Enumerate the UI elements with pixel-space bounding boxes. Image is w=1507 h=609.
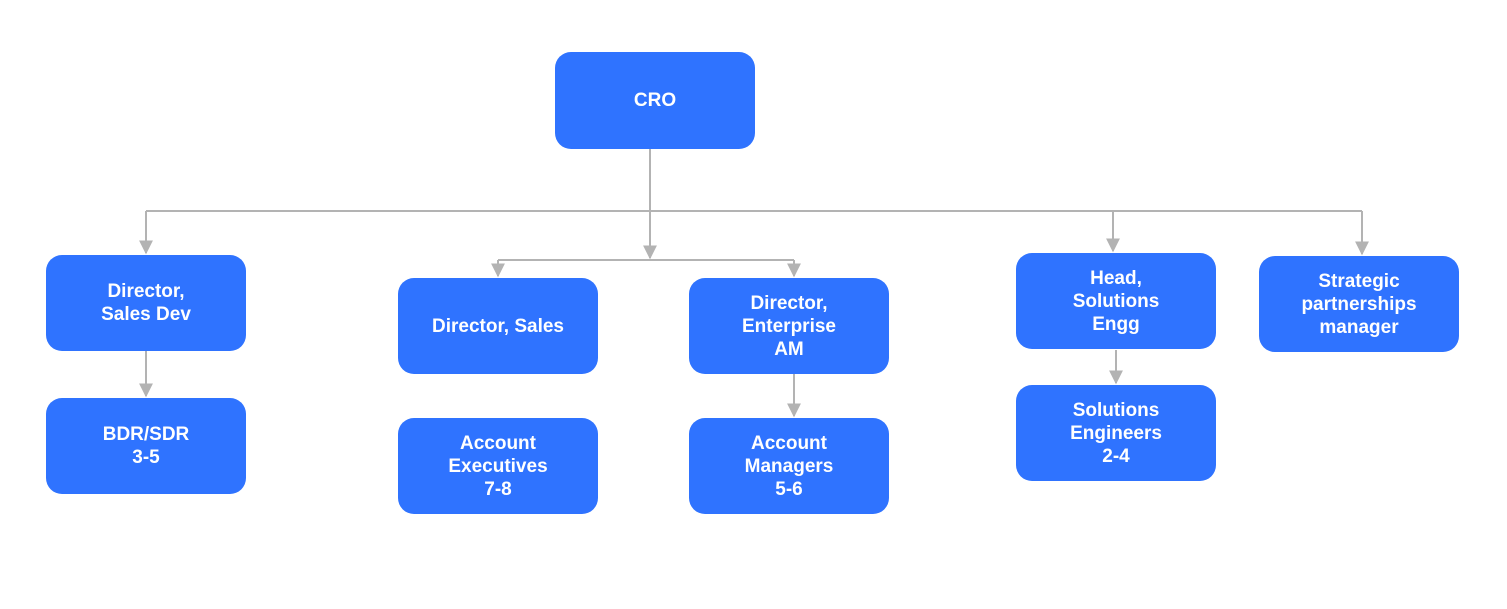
node-account-executives-line-2: Executives bbox=[448, 455, 548, 477]
node-head-solutions-engg-line-1: Head, bbox=[1090, 267, 1142, 289]
node-solutions-engineers-line-1: Solutions bbox=[1072, 399, 1160, 421]
node-director-enterprise-am-line-3: AM bbox=[774, 338, 804, 360]
node-director-sales-label: Director, Sales bbox=[432, 315, 564, 338]
node-bdr-sdr-label: BDR/SDR 3-5 bbox=[103, 423, 190, 469]
node-bdr-sdr: BDR/SDR 3-5 bbox=[46, 398, 246, 494]
node-cro-label: CRO bbox=[634, 89, 676, 112]
node-director-sales: Director, Sales bbox=[398, 278, 598, 374]
node-solutions-engineers: Solutions Engineers 2-4 bbox=[1016, 385, 1216, 481]
node-strategic-partnerships-manager-line-1: Strategic bbox=[1318, 270, 1400, 292]
node-strategic-partnerships-manager-line-3: manager bbox=[1319, 316, 1399, 338]
node-bdr-sdr-line-1: BDR/SDR bbox=[102, 424, 190, 445]
node-account-managers: Account Managers 5-6 bbox=[689, 418, 889, 514]
node-director-enterprise-am: Director, Enterprise AM bbox=[689, 278, 889, 374]
node-cro: CRO bbox=[555, 52, 755, 149]
node-director-sales-dev: Director, Sales Dev bbox=[46, 255, 246, 351]
node-solutions-engineers-line-3: 2-4 bbox=[1102, 445, 1130, 467]
node-bdr-sdr-line-2: 3-5 bbox=[132, 447, 160, 468]
node-head-solutions-engg-line-2: Solutions bbox=[1072, 290, 1160, 312]
node-account-executives-label: Account Executives 7-8 bbox=[448, 432, 547, 501]
node-head-solutions-engg-label: Head, Solutions Engg bbox=[1073, 267, 1160, 336]
node-strategic-partnerships-manager-label: Strategic partnerships manager bbox=[1301, 270, 1416, 339]
node-director-sales-dev-label: Director, Sales Dev bbox=[101, 280, 191, 326]
node-director-enterprise-am-line-1: Director, bbox=[750, 292, 828, 314]
node-strategic-partnerships-manager-line-2: partnerships bbox=[1301, 293, 1417, 315]
node-strategic-partnerships-manager: Strategic partnerships manager bbox=[1259, 256, 1459, 352]
node-director-sales-dev-line-2: Sales Dev bbox=[101, 304, 191, 325]
node-solutions-engineers-line-2: Engineers bbox=[1070, 422, 1162, 444]
node-director-enterprise-am-line-2: Enterprise bbox=[742, 315, 836, 337]
node-director-enterprise-am-label: Director, Enterprise AM bbox=[742, 292, 836, 361]
node-director-sales-line-1: Director, Sales bbox=[431, 315, 565, 337]
node-director-sales-dev-line-1: Director, bbox=[107, 281, 185, 302]
node-account-managers-line-3: 5-6 bbox=[775, 478, 803, 500]
node-account-executives-line-3: 7-8 bbox=[484, 478, 512, 500]
node-account-managers-line-2: Managers bbox=[744, 455, 834, 477]
node-account-managers-label: Account Managers 5-6 bbox=[745, 432, 834, 501]
node-head-solutions-engg: Head, Solutions Engg bbox=[1016, 253, 1216, 349]
node-cro-line-1: CRO bbox=[633, 90, 677, 111]
node-account-managers-line-1: Account bbox=[750, 432, 827, 454]
node-account-executives: Account Executives 7-8 bbox=[398, 418, 598, 514]
node-head-solutions-engg-line-3: Engg bbox=[1092, 313, 1140, 335]
node-account-executives-line-1: Account bbox=[459, 432, 536, 454]
node-solutions-engineers-label: Solutions Engineers 2-4 bbox=[1070, 399, 1162, 468]
